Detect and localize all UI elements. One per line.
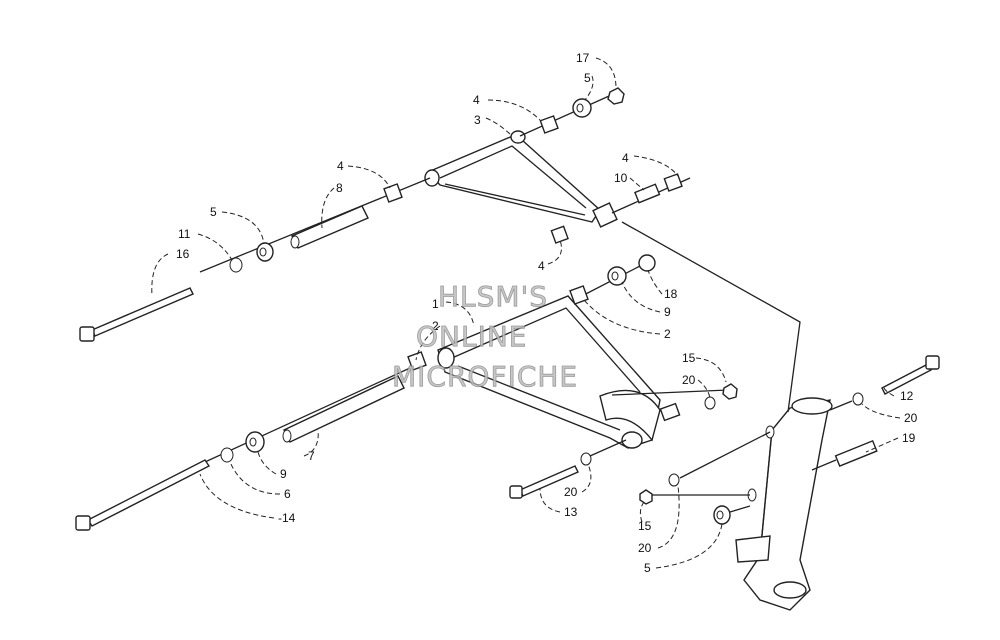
callout-12: 12 bbox=[900, 389, 914, 403]
bolt-16 bbox=[79, 287, 194, 342]
bushing-5-top bbox=[572, 98, 592, 118]
callout-19: 19 bbox=[902, 431, 916, 445]
callout-2: 2 bbox=[664, 327, 671, 341]
callout-18: 18 bbox=[664, 287, 678, 301]
callout-20: 20 bbox=[682, 373, 696, 387]
watermark-line-1: HLSM'S bbox=[438, 280, 548, 313]
callout-7: 7 bbox=[308, 449, 315, 463]
callout-4: 4 bbox=[538, 259, 545, 273]
callout-6: 6 bbox=[284, 487, 291, 501]
callout-16: 16 bbox=[176, 247, 190, 261]
callout-20: 20 bbox=[564, 485, 578, 499]
bushing-9-right bbox=[607, 266, 627, 286]
washer-11 bbox=[229, 257, 243, 273]
callout-15: 15 bbox=[682, 351, 696, 365]
callout-13: 13 bbox=[564, 505, 578, 519]
bolt-14 bbox=[75, 459, 211, 531]
nut-17 bbox=[607, 87, 625, 105]
bushing-4-top bbox=[539, 115, 559, 134]
sleeve-7 bbox=[282, 375, 405, 443]
upper-a-arm bbox=[424, 130, 618, 228]
callout-10: 10 bbox=[614, 171, 628, 185]
callout-5: 5 bbox=[644, 561, 651, 575]
bushing-4-right bbox=[663, 173, 683, 192]
bushing-9-lower bbox=[245, 431, 265, 453]
bushing-4-upper bbox=[383, 183, 403, 203]
callout-20: 20 bbox=[638, 541, 652, 555]
nut-15-upper bbox=[722, 383, 738, 400]
bushing-4-lower bbox=[550, 225, 569, 244]
callout-8: 8 bbox=[336, 181, 343, 195]
leader-lines bbox=[151, 57, 901, 569]
washer-20-bolt13 bbox=[580, 452, 592, 466]
callout-15: 15 bbox=[638, 519, 652, 533]
spindle bbox=[735, 397, 833, 611]
sleeve-19 bbox=[834, 439, 878, 467]
bushing-5-left bbox=[256, 242, 274, 262]
sleeve-8 bbox=[290, 205, 369, 249]
callout-3: 3 bbox=[474, 113, 481, 127]
lower-a-arm bbox=[437, 295, 681, 449]
watermark-line-3: MICROFICHE bbox=[392, 360, 578, 393]
callout-20: 20 bbox=[904, 411, 918, 425]
watermark-line-2: ONLINE bbox=[416, 320, 527, 353]
washer-20-lower bbox=[668, 473, 680, 487]
bushing-2-lower bbox=[407, 351, 427, 371]
nut-15-lower bbox=[639, 489, 653, 505]
callout-17: 17 bbox=[576, 51, 590, 65]
callout-9: 9 bbox=[664, 305, 671, 319]
washer-6 bbox=[220, 447, 234, 463]
washer-18 bbox=[638, 254, 656, 272]
callout-9: 9 bbox=[280, 467, 287, 481]
sleeve-10 bbox=[634, 183, 661, 204]
callout-4: 4 bbox=[337, 159, 344, 173]
bolt-13 bbox=[509, 465, 579, 499]
bushing-2-right bbox=[569, 285, 589, 305]
callout-2: 2 bbox=[432, 319, 439, 333]
callout-11: 11 bbox=[178, 227, 191, 241]
callout-14: -14 bbox=[278, 511, 296, 525]
callout-1: 1 bbox=[432, 297, 439, 311]
callout-4: 4 bbox=[622, 151, 629, 165]
callout-5: 5 bbox=[584, 71, 591, 85]
bushing-5-lower bbox=[713, 505, 731, 525]
washer-20-right bbox=[852, 392, 864, 406]
washer-20-upper bbox=[704, 396, 716, 410]
watermark: HLSM'S ONLINE MICROFICHE bbox=[392, 280, 578, 394]
callout-labels: 17 5 4 3 4 8 4 10 5 11 16 4 18 9 1 2 2 1… bbox=[176, 51, 918, 575]
callout-4: 4 bbox=[473, 93, 480, 107]
callout-5: 5 bbox=[210, 205, 217, 219]
bolt-12 bbox=[881, 355, 940, 395]
